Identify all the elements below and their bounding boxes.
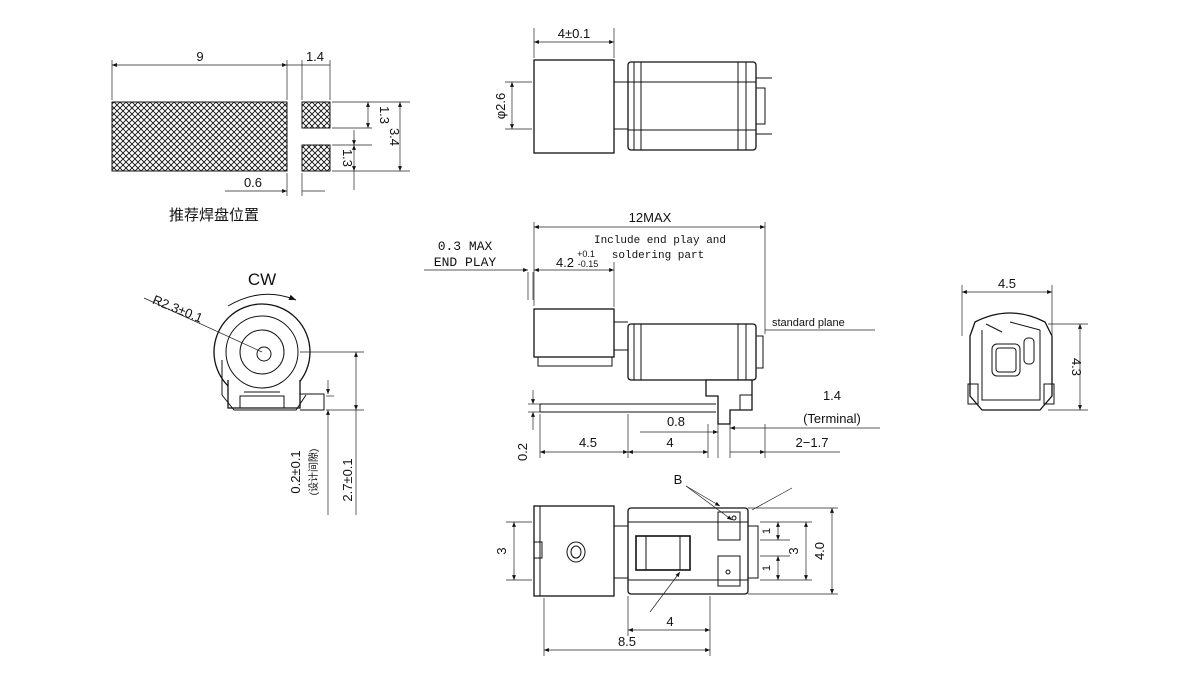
pad-small-bottom xyxy=(301,144,331,172)
dim-end-width: 4.5 xyxy=(998,276,1016,291)
dim-pad-height-bottom: 1.3 xyxy=(340,149,355,167)
motor-body-side xyxy=(627,323,757,381)
dim-pad-length: 9 xyxy=(196,49,203,64)
dim-pad-height-top: 1.3 xyxy=(377,106,392,124)
dim-weight-tol-plus: +0.1 xyxy=(577,249,595,259)
dim-width-total: 8.5 xyxy=(618,634,636,649)
dim-width-a: 4 xyxy=(666,614,673,629)
terminal-label: (Terminal) xyxy=(803,411,861,426)
dim-clearance: 0.2 xyxy=(515,443,530,461)
rotation-direction: CW xyxy=(248,270,276,289)
dim-weight-tol-minus: -0.15 xyxy=(578,259,599,269)
end-play-value: 0.3 MAX xyxy=(438,239,493,254)
dim-height-left: 3 xyxy=(494,547,509,554)
end-view: 4.5 4.3 xyxy=(961,276,1088,411)
dim-overall-length: 12MAX xyxy=(629,210,672,225)
overall-note-1: Include end play and xyxy=(594,235,726,247)
dim-weight-width: 4±0.1 xyxy=(558,26,590,41)
eccentric-weight xyxy=(533,59,615,154)
dim-height-total: 4.0 xyxy=(812,542,827,560)
dim-gap-width: 1.4 xyxy=(306,49,324,64)
side-view: 12MAX Include end play and soldering par… xyxy=(424,210,880,461)
dim-radius: R2.3±0.1 xyxy=(150,292,204,326)
bottom-view: B 3 1 1 3 4.0 4 8.5 xyxy=(494,472,838,656)
gap-note: (设计间隙) xyxy=(307,449,320,496)
dim-length-a: 4.5 xyxy=(579,435,597,450)
terminal-value: 1.4 xyxy=(823,388,841,403)
dim-gap: 0.2±0.1 xyxy=(288,450,303,493)
dim-gap-bottom: 0.6 xyxy=(244,175,262,190)
label-b: B xyxy=(674,472,683,487)
standard-plane-label: standard plane xyxy=(772,317,845,329)
end-play-label: END PLAY xyxy=(434,255,497,270)
pad-caption: 推荐焊盘位置 xyxy=(169,206,259,224)
dim-weight-length-base: 4.2 xyxy=(556,255,574,270)
dim-height: 2.7±0.1 xyxy=(340,458,355,501)
dim-pad-upper: 1 xyxy=(761,528,773,534)
dim-length-b: 4 xyxy=(666,435,673,450)
dim-pad-total-height: 3.4 xyxy=(387,128,402,146)
weight-side xyxy=(533,308,615,358)
dim-end-height: 4.3 xyxy=(1069,358,1084,376)
dim-weight-diameter: φ2.6 xyxy=(493,93,508,120)
dim-pad-offset: 0.8 xyxy=(667,414,685,429)
top-view: 4±0.1 φ2.6 xyxy=(493,26,772,154)
pad-small-top xyxy=(301,101,331,129)
motor-body-top xyxy=(627,61,757,151)
front-view: CW R2.3±0.1 2.7±0.1 0.2±0.1 (设计间隙) xyxy=(143,270,364,515)
weight-bottom xyxy=(533,505,615,597)
dim-length-c: 2−1.7 xyxy=(796,435,829,450)
pad-layout-view: 9 1.4 1.3 1.3 3.4 0.6 推荐焊盘位置 xyxy=(111,49,410,224)
dim-height-inner: 3 xyxy=(786,547,801,554)
dim-pad-lower: 1 xyxy=(761,565,773,571)
pad-large xyxy=(111,101,288,172)
overall-note-2: soldering part xyxy=(612,250,704,262)
